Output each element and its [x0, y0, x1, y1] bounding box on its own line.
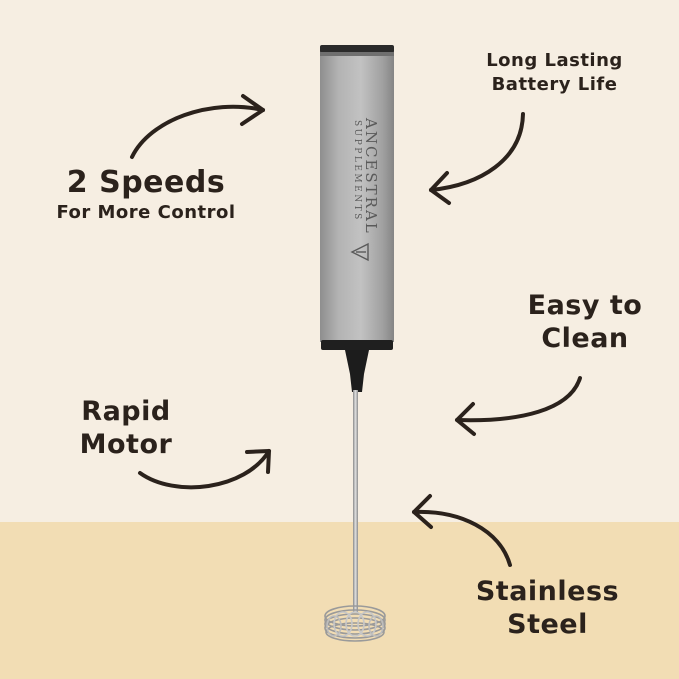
callout-speeds-subtitle: For More Control	[56, 202, 236, 223]
callout-motor-line1: Rapid	[81, 396, 171, 427]
curved-arrow-icon	[412, 494, 512, 567]
callout-battery-line2: Battery Life	[491, 74, 618, 95]
whisk-coil	[324, 605, 386, 642]
callout-battery-line1: Long Lasting	[486, 50, 623, 71]
curved-arrow-icon	[138, 449, 271, 490]
callout-battery: Long Lasting Battery Life	[462, 52, 647, 94]
callout-steel-line1: Stainless	[475, 576, 620, 607]
ancestral-logo-icon	[350, 242, 369, 262]
frother-neck	[345, 350, 369, 392]
callout-clean-line1: Easy to	[527, 290, 643, 321]
frother-handle	[320, 45, 394, 350]
curved-arrow-icon	[429, 112, 525, 205]
frother-shaft	[353, 390, 358, 612]
callout-motor: Rapid Motor	[66, 398, 186, 458]
floor-surface	[0, 522, 679, 679]
callout-clean-line2: Clean	[541, 323, 629, 354]
callout-steel-line2: Steel	[507, 609, 588, 640]
curved-arrow-icon	[130, 94, 265, 159]
callout-speeds: 2 Speeds For More Control	[46, 168, 246, 222]
callout-steel: Stainless Steel	[460, 578, 635, 638]
callout-clean: Easy to Clean	[505, 292, 665, 352]
callout-speeds-title: 2 Speeds	[66, 165, 226, 200]
curved-arrow-icon	[455, 376, 582, 436]
callout-motor-line2: Motor	[79, 429, 173, 460]
